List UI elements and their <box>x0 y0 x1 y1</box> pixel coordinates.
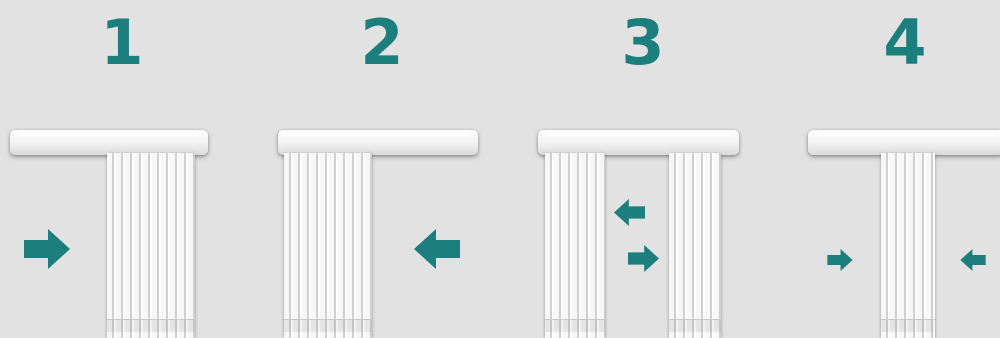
headrail <box>10 130 208 155</box>
louver-stack <box>107 153 195 338</box>
arrow-right-icon <box>825 249 855 271</box>
arrow-left-icon <box>958 249 988 271</box>
arrow-right-icon <box>628 245 659 272</box>
headrail <box>808 130 1000 155</box>
step-4-number: 4 <box>883 6 927 79</box>
arrow-right-icon <box>24 229 70 269</box>
headrail <box>278 130 478 155</box>
louver-stack <box>881 153 935 338</box>
louver-stack-right <box>669 153 721 338</box>
step-3-number: 3 <box>621 6 665 79</box>
arrow-left-icon <box>414 229 460 269</box>
arrow-left-icon <box>614 199 645 226</box>
headrail <box>538 130 739 155</box>
step-2-number: 2 <box>360 6 404 79</box>
louver-stack-left <box>545 153 605 338</box>
step-1-number: 1 <box>100 6 144 79</box>
louver-stack <box>284 153 372 338</box>
